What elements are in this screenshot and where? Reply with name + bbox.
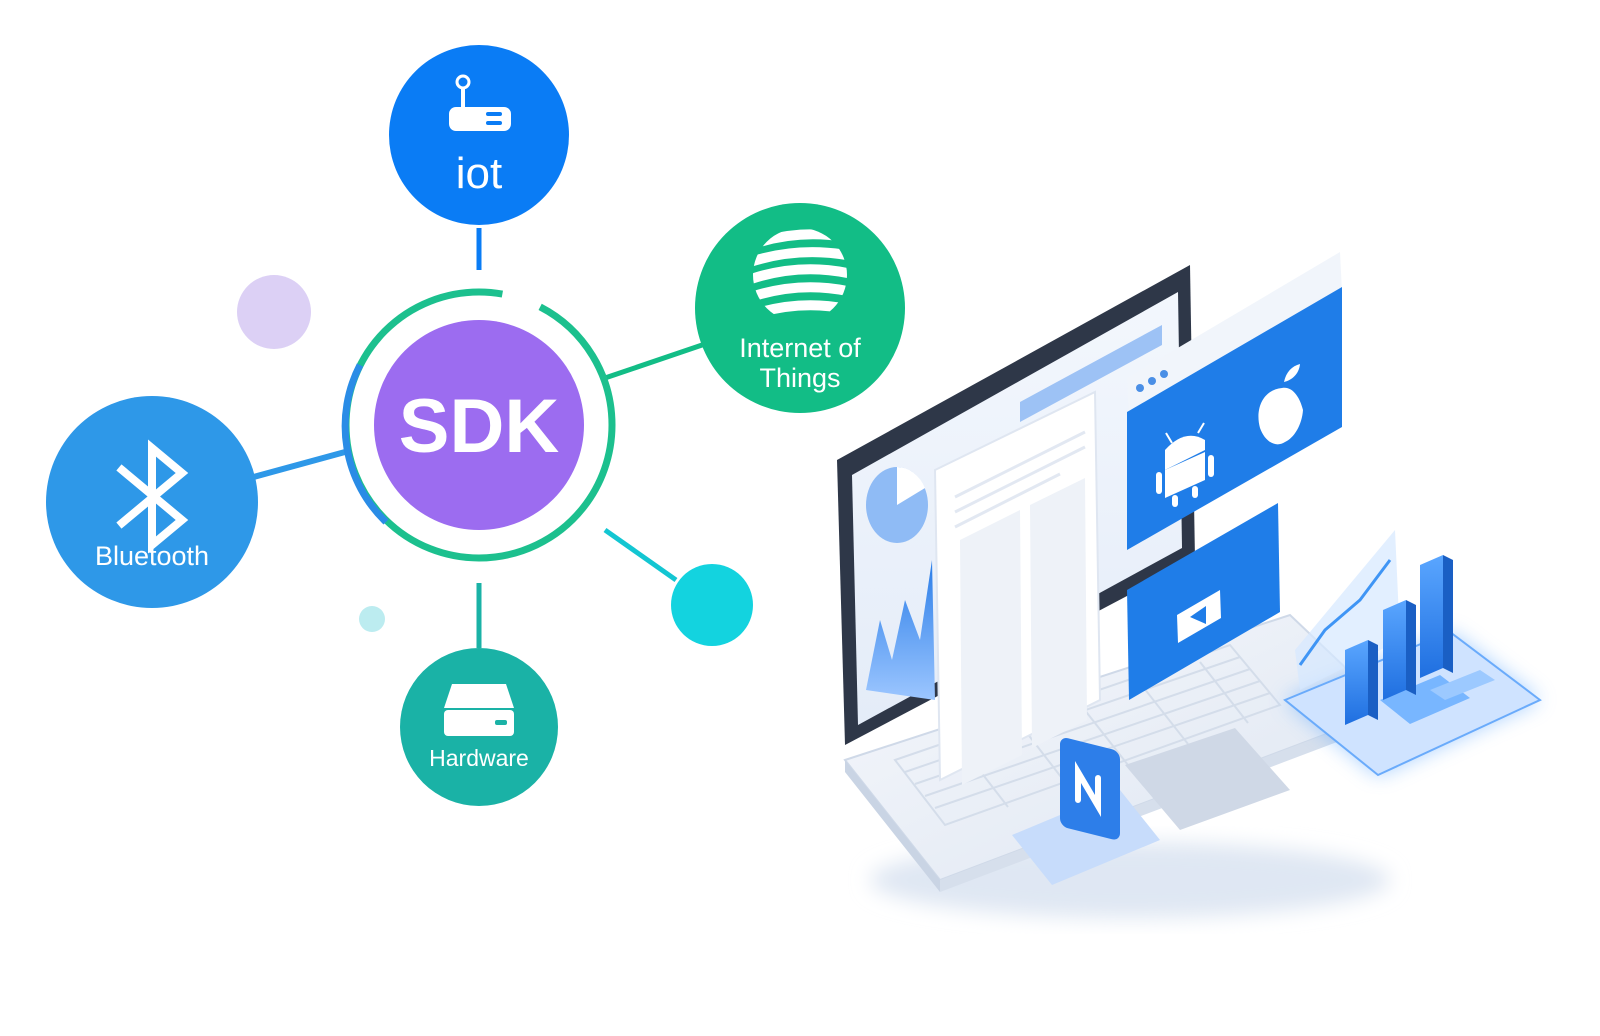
decorative-cyan-dot bbox=[671, 564, 753, 646]
iot-node-circle bbox=[389, 45, 569, 225]
bar-chart-columns bbox=[1345, 555, 1453, 725]
internet-of-things-node: Internet of Things bbox=[695, 203, 905, 413]
router-icon bbox=[449, 74, 511, 131]
laptop-trackpad bbox=[1125, 728, 1290, 830]
play-icon bbox=[1190, 606, 1206, 624]
internet-of-things-label-line2: Things bbox=[759, 363, 840, 393]
sdk-hub-circle bbox=[374, 320, 584, 530]
internet-of-things-label-line1: Internet of bbox=[739, 333, 861, 363]
iot-node-label: iot bbox=[456, 149, 502, 198]
hub-accent-arc bbox=[341, 363, 389, 525]
sync-badge bbox=[1012, 738, 1160, 885]
decorative-purple-dot bbox=[237, 275, 311, 349]
android-icon bbox=[1156, 422, 1214, 507]
platform-window bbox=[1127, 252, 1342, 550]
connector-internet-of-things bbox=[604, 340, 709, 381]
analytics-platform bbox=[1283, 530, 1542, 777]
hard-drive-icon bbox=[444, 684, 514, 736]
bluetooth-icon bbox=[116, 439, 189, 554]
sdk-hub: SDK bbox=[374, 320, 584, 530]
iot-node: iot bbox=[389, 45, 569, 225]
sdk-network-diagram: SDK iot bbox=[46, 45, 905, 806]
bluetooth-node: Bluetooth bbox=[46, 396, 258, 608]
bluetooth-node-label: Bluetooth bbox=[95, 541, 209, 571]
apple-icon bbox=[1258, 364, 1303, 445]
hardware-node: Hardware bbox=[400, 648, 558, 806]
sync-icon bbox=[1075, 760, 1101, 818]
video-window bbox=[1127, 503, 1280, 700]
laptop-illustration bbox=[837, 252, 1542, 918]
connector-bluetooth bbox=[249, 449, 346, 481]
connector-cyan-dot bbox=[603, 527, 678, 583]
hardware-node-label: Hardware bbox=[429, 745, 529, 771]
sdk-hub-label: SDK bbox=[399, 384, 560, 469]
decorative-small-cyan-dot bbox=[359, 606, 385, 632]
